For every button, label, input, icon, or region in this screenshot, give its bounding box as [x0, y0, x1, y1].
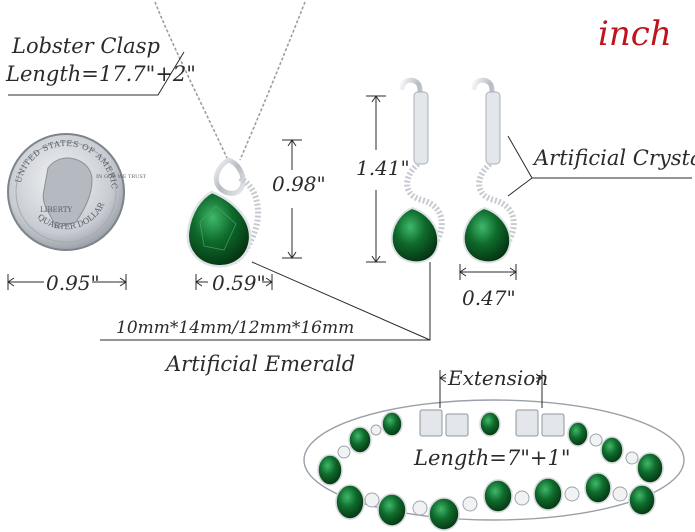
bracelet: [303, 399, 685, 531]
extension-label: Extension: [448, 366, 549, 390]
earring-height-label: 1.41": [356, 156, 410, 180]
bracelet-clasp: [419, 409, 565, 437]
bracelet-length-label: Length=7"+1": [414, 446, 571, 470]
earring-right-emerald: [462, 206, 512, 264]
earring-right: [462, 77, 517, 264]
bracelet-crystals: [337, 424, 639, 516]
pendant-width-label: 0.59": [212, 271, 266, 295]
earring-left-emerald: [390, 206, 440, 264]
coin-text-liberty: LIBERTY: [40, 206, 72, 214]
pendant-emerald: [186, 190, 252, 268]
dimension-lines: [7, 51, 692, 408]
clasp-label-line1: Lobster Clasp: [12, 34, 160, 58]
crystal-label: Artificial Crystal: [534, 146, 695, 170]
emerald-label: Artificial Emerald: [166, 352, 356, 376]
bracelet-emeralds: [317, 411, 664, 531]
stone-size-label: 10mm*14mm/12mm*16mm: [116, 318, 355, 338]
coin-text-motto: IN GOD WE TRUST: [96, 174, 147, 180]
unit-label: inch: [598, 14, 672, 54]
pendant: [186, 157, 262, 268]
earring-left: [390, 77, 445, 264]
pendant-height-label: 0.98": [272, 172, 326, 196]
necklace-chain: [154, 1, 306, 161]
clasp-label-line2: Length=17.7"+2": [6, 62, 196, 86]
coin-width-label: 0.95": [46, 271, 100, 295]
earring-width-label: 0.47": [462, 286, 516, 310]
